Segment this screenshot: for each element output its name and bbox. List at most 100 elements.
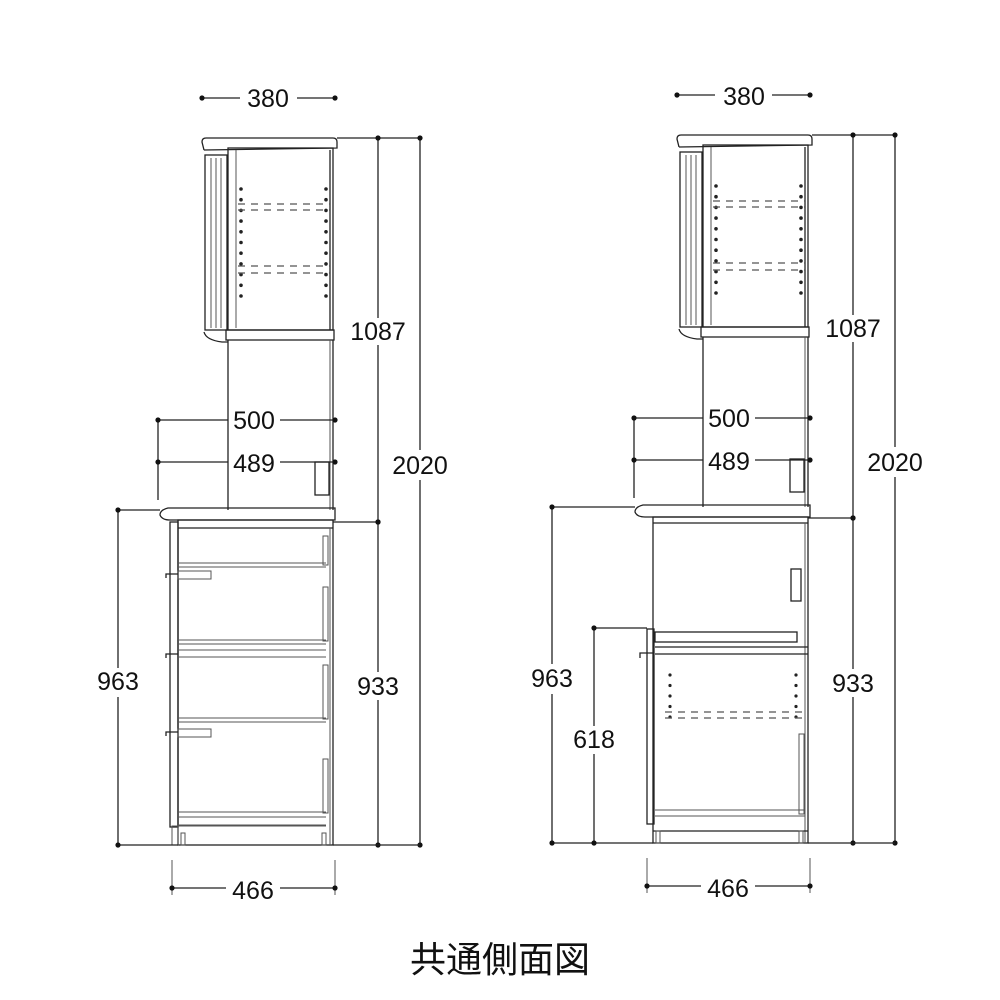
right-depth-counter-label: 500 bbox=[708, 405, 750, 433]
upper-bottom-rail bbox=[225, 329, 335, 341]
dimension-endpoint bbox=[115, 842, 121, 848]
shelf-pin-hole bbox=[799, 216, 803, 220]
door-hook bbox=[639, 652, 653, 658]
shelf-pin-hole bbox=[714, 259, 718, 263]
dimension-endpoint bbox=[807, 883, 813, 889]
shelf-pin-hole bbox=[668, 694, 672, 698]
left-height-total-label: 2020 bbox=[392, 452, 448, 480]
upper-bottom-rail bbox=[700, 326, 810, 338]
base bbox=[321, 832, 327, 846]
shelf-pin-hole bbox=[794, 673, 798, 677]
left-height-lower-top-label: 963 bbox=[97, 668, 139, 696]
dimension-endpoint bbox=[850, 515, 856, 521]
shelf-pin-hole bbox=[714, 194, 718, 199]
outlet-box bbox=[789, 458, 805, 493]
drawer-side bbox=[322, 664, 329, 720]
lower-cabinet-body bbox=[652, 516, 809, 844]
shelf-pin-hole bbox=[324, 294, 328, 298]
dimension-endpoint bbox=[375, 519, 381, 525]
dimension-endpoint bbox=[169, 885, 175, 891]
dimension-endpoint bbox=[631, 415, 637, 421]
dimension-endpoint bbox=[549, 504, 555, 510]
right-height-lower-top-label: 963 bbox=[531, 665, 573, 693]
dimension-endpoint bbox=[674, 92, 680, 98]
shelf-pin-hole bbox=[714, 227, 718, 231]
right-width-bottom-label: 466 bbox=[707, 875, 749, 903]
drawer-handle bbox=[177, 570, 212, 580]
left-width-bottom-label: 466 bbox=[232, 877, 274, 905]
left-height-upper-label: 1087 bbox=[350, 318, 406, 346]
left-depth-inner-label: 489 bbox=[233, 450, 275, 478]
dimension-endpoint bbox=[549, 840, 555, 846]
shelf-pin-hole bbox=[714, 280, 718, 285]
right-width-top-label: 380 bbox=[723, 83, 765, 111]
shelf-pin-hole bbox=[799, 184, 803, 188]
dimension-endpoint bbox=[332, 885, 338, 891]
dimension-endpoint bbox=[644, 883, 650, 889]
shelf-pin-hole bbox=[668, 704, 672, 709]
shelf-pin-hole bbox=[324, 187, 328, 191]
dimension-endpoint bbox=[155, 459, 161, 465]
drawer-hook bbox=[165, 731, 178, 736]
slide-shelf bbox=[654, 631, 798, 643]
dimension-endpoint bbox=[591, 625, 597, 631]
door-bottom-curve bbox=[203, 331, 228, 343]
appliance-handle bbox=[790, 568, 802, 602]
shelf-pin-hole bbox=[239, 283, 243, 288]
shelf-pin-hole bbox=[239, 230, 243, 234]
shelf-pin-hole bbox=[324, 208, 328, 213]
shelf-pin-hole bbox=[799, 194, 803, 199]
drawer-side bbox=[322, 586, 329, 642]
drawer-hook bbox=[165, 573, 178, 578]
base bbox=[171, 825, 179, 846]
shelf-pin-hole bbox=[794, 683, 798, 688]
upper-cabinet-body bbox=[227, 147, 334, 331]
upper-top-cap bbox=[201, 137, 338, 151]
shelf-pin-hole bbox=[799, 269, 803, 274]
shelf-pin-hole bbox=[324, 240, 328, 245]
right-cabinet-side-view bbox=[634, 134, 813, 844]
dimension-endpoint bbox=[892, 132, 898, 138]
door-bottom-curve bbox=[678, 328, 703, 340]
slide-door bbox=[646, 628, 655, 825]
drawer-hook bbox=[165, 653, 178, 658]
dimension-endpoint bbox=[417, 135, 423, 141]
dimension-endpoint bbox=[375, 135, 381, 141]
shelf-pin-hole bbox=[668, 683, 672, 688]
shelf-pin-hole bbox=[324, 251, 328, 255]
dimension-endpoint bbox=[591, 840, 597, 846]
shelf-pin-hole bbox=[239, 240, 243, 245]
dimension-endpoint bbox=[115, 507, 121, 513]
dimension-endpoint bbox=[850, 132, 856, 138]
shelf-pin-hole bbox=[799, 205, 803, 210]
shelf-pin-hole bbox=[668, 673, 672, 677]
dimension-endpoint bbox=[807, 457, 813, 463]
left-width-top-label: 380 bbox=[247, 85, 289, 113]
left-height-lower-label: 933 bbox=[357, 673, 399, 701]
upper-door-edge bbox=[679, 151, 703, 328]
right-depth-inner-label: 489 bbox=[708, 448, 750, 476]
dimension-endpoint bbox=[332, 459, 338, 465]
shelf-pin-hole bbox=[714, 184, 718, 188]
dimension-lines bbox=[115, 92, 898, 895]
right-height-shelf-label: 618 bbox=[573, 726, 615, 754]
shelf-pin-hole bbox=[794, 694, 798, 698]
shelf-pin-hole bbox=[239, 187, 243, 191]
shelf-pin-hole bbox=[714, 216, 718, 220]
shelf-pin-hole bbox=[714, 248, 718, 252]
dimension-endpoint bbox=[155, 417, 161, 423]
upper-cabinet-body bbox=[702, 144, 809, 328]
shelf-pin-hole bbox=[239, 197, 243, 202]
shelf-pin-hole bbox=[239, 262, 243, 266]
right-height-lower-label: 933 bbox=[832, 670, 874, 698]
shelf-pin-hole bbox=[324, 197, 328, 202]
shelf-pin-hole bbox=[714, 269, 718, 274]
dimension-endpoint bbox=[807, 415, 813, 421]
shelf-pin-hole bbox=[799, 227, 803, 231]
shelf-pin-hole bbox=[239, 251, 243, 255]
upper-door-edge bbox=[204, 154, 228, 331]
shelf-pin-hole bbox=[799, 280, 803, 285]
countertop bbox=[159, 507, 336, 521]
lower-cabinet-body bbox=[177, 519, 334, 846]
